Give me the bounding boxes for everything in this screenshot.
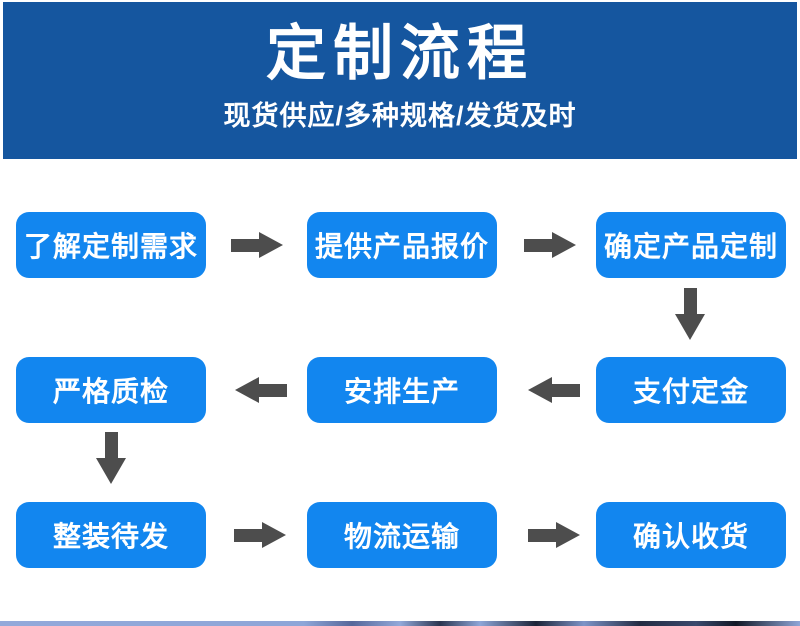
arrow-head	[675, 314, 705, 340]
arrow-shaft	[234, 528, 262, 542]
flow-node-arrange-production: 安排生产	[307, 357, 497, 423]
flow-node-pay-deposit: 支付定金	[596, 357, 786, 423]
page-title: 定制流程	[266, 20, 534, 87]
arrow-shaft	[259, 383, 287, 397]
arrow-head	[262, 522, 286, 548]
arrow-head	[552, 232, 576, 258]
arrow-right-icon	[234, 522, 286, 548]
page-subtitle: 现货供应/多种规格/发货及时	[223, 101, 577, 131]
arrow-shaft	[552, 383, 580, 397]
arrow-shaft	[683, 288, 697, 314]
header-banner: 定制流程 现货供应/多种规格/发货及时	[3, 2, 797, 159]
bottom-section-edge	[0, 621, 800, 626]
arrow-head	[556, 522, 580, 548]
arrow-shaft	[524, 238, 552, 252]
arrow-right-icon	[231, 232, 283, 258]
arrow-right-icon	[528, 522, 580, 548]
arrow-down-icon	[96, 432, 126, 484]
flow-node-quality-inspection: 严格质检	[16, 357, 206, 423]
arrow-head	[235, 377, 259, 403]
flow-node-ready-to-ship: 整装待发	[16, 502, 206, 568]
arrow-head	[96, 458, 126, 484]
arrow-right-icon	[524, 232, 576, 258]
arrow-shaft	[528, 528, 556, 542]
flow-node-confirm-receipt: 确认收货	[596, 502, 786, 568]
arrow-left-icon	[235, 377, 287, 403]
flow-node-provide-quote: 提供产品报价	[307, 212, 497, 278]
arrow-head	[528, 377, 552, 403]
arrow-shaft	[231, 238, 259, 252]
flow-node-confirm-customization: 确定产品定制	[596, 212, 786, 278]
flow-node-logistics-transport: 物流运输	[307, 502, 497, 568]
arrow-head	[259, 232, 283, 258]
arrow-shaft	[104, 432, 118, 458]
arrow-down-icon	[675, 288, 705, 340]
arrow-left-icon	[528, 377, 580, 403]
flow-node-understand-requirements: 了解定制需求	[16, 212, 206, 278]
